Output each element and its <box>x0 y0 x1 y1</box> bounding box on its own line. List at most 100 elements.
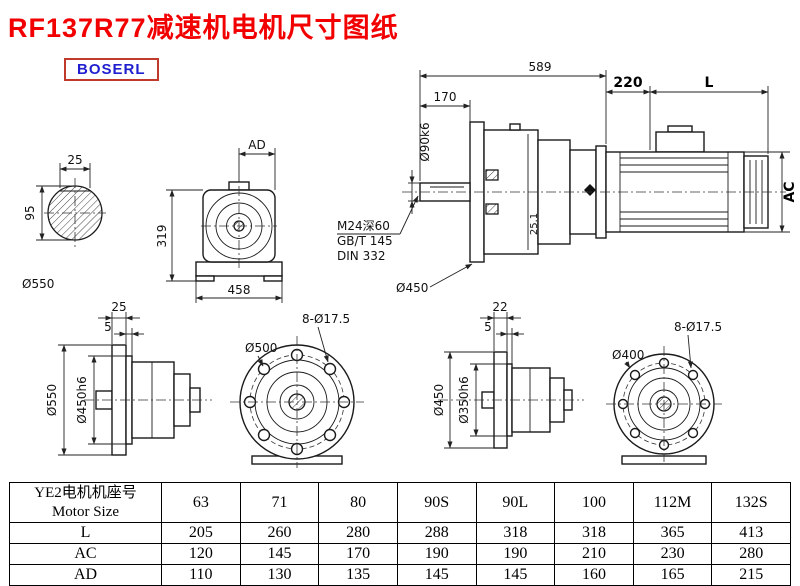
size-col-90s: 90S <box>396 482 477 523</box>
flange-front-view-large: Ø500 8-Ø17.5 <box>230 312 364 468</box>
row-label-AD: AD <box>9 564 162 586</box>
brand-logo: BOSERL <box>64 58 159 81</box>
cell-AD-132s: 215 <box>711 564 791 586</box>
cell-AD-63: 110 <box>161 564 241 586</box>
motor-size-table: YE2电机机座号 Motor Size 63 71 80 90S 90L 100… <box>9 482 791 586</box>
size-col-112m: 112M <box>632 482 713 523</box>
row-label-L: L <box>9 522 162 544</box>
gearbox-front-view: AD 319 458 <box>155 138 283 303</box>
dim-flange-thickness: 22 <box>480 300 521 351</box>
dim-shaft-height: 95 <box>23 185 72 241</box>
table-row-AD: AD 110 130 135 145 145 160 165 215 <box>9 564 791 586</box>
dim-text-ad: AD <box>248 138 265 152</box>
dim-text-450: Ø450 <box>432 384 446 416</box>
shaft-section-view: 25 95 Ø550 <box>22 153 106 291</box>
cell-AC-80: 170 <box>318 543 398 565</box>
dim-text-589: 589 <box>529 60 552 74</box>
label-bolt-circle: Ø500 <box>245 341 277 367</box>
label-flange-dia: Ø400 <box>612 348 644 369</box>
dim-shaft-key-width: 25 <box>59 153 91 188</box>
assembly-view: 589 170 Ø90k6 M24深60 GB/T 145 DIN 332 <box>337 60 798 295</box>
cell-L-112m: 365 <box>632 522 713 544</box>
cell-AD-90s: 145 <box>396 564 477 586</box>
cell-L-100: 318 <box>554 522 634 544</box>
dim-text-holes-small: 8-Ø17.5 <box>674 320 722 334</box>
table-row-AC: AC 120 145 170 190 190 210 230 280 <box>9 543 791 565</box>
size-col-100: 100 <box>554 482 634 523</box>
dim-text-458: 458 <box>228 283 251 297</box>
table-header-motor-size: YE2电机机座号 Motor Size <box>9 482 162 523</box>
size-col-80: 80 <box>318 482 398 523</box>
label-shaft-section-dia: Ø550 <box>22 277 54 291</box>
cell-AD-90l: 145 <box>475 564 556 586</box>
dim-text-key: 25.1 <box>529 213 540 235</box>
dim-text-5: 5 <box>104 320 112 334</box>
vent-plug <box>509 123 521 131</box>
cell-L-63: 205 <box>161 522 241 544</box>
note-thread: M24深60 <box>337 219 390 233</box>
dim-319: 319 <box>155 189 203 282</box>
row-label-AC: AC <box>9 543 162 565</box>
dim-flange-thickness: 25 <box>98 300 140 344</box>
dim-text-25: 25 <box>111 300 126 314</box>
cell-AD-112m: 165 <box>632 564 713 586</box>
dim-170: 170 <box>419 90 471 181</box>
dim-flange-od: Ø550 <box>45 344 112 456</box>
dim-text-5: 5 <box>484 320 492 334</box>
cell-L-90s: 288 <box>396 522 477 544</box>
dim-text-22: 22 <box>492 300 507 314</box>
size-col-132s: 132S <box>711 482 791 523</box>
cell-L-132s: 413 <box>711 522 791 544</box>
technical-drawing: 25 95 Ø550 <box>22 60 798 468</box>
flange-side-view-small: 22 5 Ø450 Ø350h6 <box>432 300 584 449</box>
dim-flange-od: Ø450 <box>432 351 494 449</box>
bearing-section-bottom <box>485 203 499 215</box>
flange-side-view-large: 25 5 Ø550 Ø450h6 <box>45 300 212 456</box>
dim-text-ac: AC <box>782 181 798 202</box>
label-bolt-holes: 8-Ø17.5 <box>674 320 722 369</box>
table-header-line2: Motor Size <box>51 503 120 520</box>
bearing-section-top <box>485 169 499 181</box>
dim-ac: AC <box>744 151 798 233</box>
bore-thread-note: M24深60 GB/T 145 DIN 332 <box>337 195 419 263</box>
table-header-row: YE2电机机座号 Motor Size 63 71 80 90S 90L 100… <box>9 482 791 523</box>
dim-text-220: 220 <box>613 75 642 91</box>
cell-AC-112m: 230 <box>632 543 713 565</box>
size-col-90l: 90L <box>475 482 556 523</box>
cell-AC-90s: 190 <box>396 543 477 565</box>
table-header-line1: YE2电机机座号 <box>34 484 137 501</box>
cell-AC-90l: 190 <box>475 543 556 565</box>
cell-AC-132s: 280 <box>711 543 791 565</box>
dim-ad: AD <box>238 138 276 190</box>
flange-front-view-small: Ø400 8-Ø17.5 <box>606 320 722 465</box>
cell-L-90l: 318 <box>475 522 556 544</box>
dim-spigot-dia: Ø450h6 <box>75 355 126 445</box>
table-row-L: L 205 260 280 288 318 318 365 413 <box>9 522 791 544</box>
dim-text-350h6: Ø350h6 <box>457 376 471 424</box>
note-gb-standard: GB/T 145 <box>337 234 393 248</box>
dim-text-shaft-dia: Ø90k6 <box>418 122 432 161</box>
dim-text-500: Ø500 <box>245 341 277 355</box>
terminal-box <box>655 131 705 153</box>
dim-spigot-step: 5 <box>104 320 144 356</box>
size-col-71: 71 <box>239 482 320 523</box>
dim-text-L: L <box>705 75 714 91</box>
dim-text-key-width: 25 <box>67 153 82 167</box>
dim-text-550: Ø550 <box>45 384 59 416</box>
dim-text-400: Ø400 <box>612 348 644 362</box>
size-col-63: 63 <box>161 482 241 523</box>
cell-AC-63: 120 <box>161 543 241 565</box>
dim-text-170: 170 <box>434 90 457 104</box>
dim-589: 589 <box>419 60 607 181</box>
dim-text-holes-large: 8-Ø17.5 <box>302 312 350 326</box>
label-flange-dia: Ø450 <box>396 263 473 295</box>
cell-AD-80: 135 <box>318 564 398 586</box>
brand-diamond-icon <box>584 184 596 196</box>
note-din-standard: DIN 332 <box>337 249 385 263</box>
dim-text-450h6: Ø450h6 <box>75 376 89 424</box>
dim-220-and-L: 220 L <box>605 75 769 154</box>
cell-L-71: 260 <box>239 522 320 544</box>
label-bolt-holes: 8-Ø17.5 <box>302 312 350 363</box>
dim-458: 458 <box>195 281 283 303</box>
